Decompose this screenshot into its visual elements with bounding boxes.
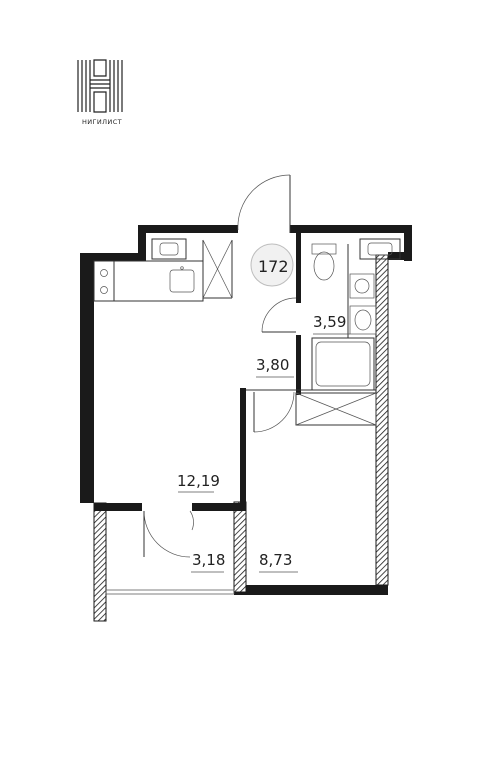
- area-bathroom: 3,59: [313, 313, 347, 331]
- washing-machine-icon: [349, 273, 375, 299]
- room-door: [253, 391, 295, 433]
- entrance-door: [237, 174, 291, 233]
- toilet-icon: [311, 243, 337, 281]
- wardrobe: [202, 239, 233, 299]
- bathtub-icon: [311, 337, 375, 391]
- window-right: [359, 238, 401, 260]
- kitchen-counter: [93, 260, 204, 302]
- nigilist-logo-icon: [77, 59, 123, 113]
- brand-name: НИГИЛИСТ: [81, 118, 123, 126]
- unit-number-badge: [250, 243, 294, 287]
- loggia-door: [143, 510, 194, 558]
- area-loggia: 3,18: [192, 551, 226, 569]
- unit-number: 172: [258, 257, 289, 276]
- sink-icon: [349, 305, 377, 335]
- area-underlines: [178, 333, 350, 573]
- area-room: 12,19: [177, 472, 220, 490]
- area-hallway: 3,80: [256, 356, 290, 374]
- window-left: [151, 238, 187, 260]
- loggia-glazing: [105, 589, 235, 595]
- area-kitchen: 8,73: [259, 551, 293, 569]
- bathroom-door: [261, 297, 297, 333]
- hallway-wardrobe: [295, 392, 377, 426]
